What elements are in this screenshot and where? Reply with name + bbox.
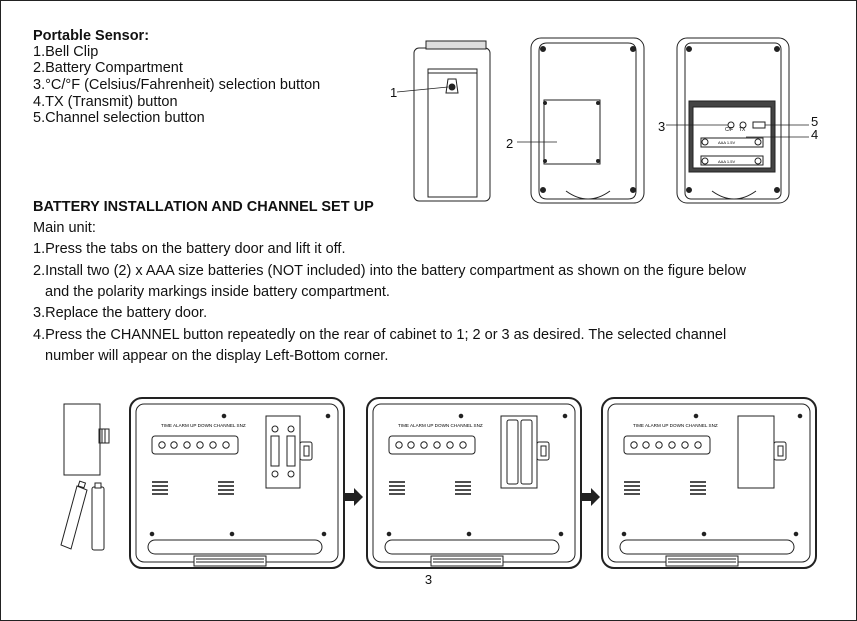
install-step-4-line-2: number will appear on the display Left-B… — [45, 348, 389, 364]
sensor-item-bell-clip: 1.Bell Clip — [33, 44, 99, 60]
sensor-item-battery-compartment: 2.Battery Compartment — [33, 60, 183, 76]
unit-1-button-labels: TIME ALARM UP DOWN CHANNEL SNZ — [161, 423, 246, 428]
callout-2: 2 — [506, 136, 514, 151]
main-unit-back-open — [129, 397, 345, 569]
cf-label: C/F — [725, 127, 733, 133]
callout-4: 4 — [811, 127, 819, 142]
install-step-1: 1.Press the tabs on the battery door and… — [33, 241, 346, 257]
callout-5: 5 — [811, 114, 819, 129]
install-step-4-line-1: 4.Press the CHANNEL button repeatedly on… — [33, 327, 727, 343]
arrow-right-icon — [581, 488, 600, 506]
sensor-open-compartment-view — [666, 37, 809, 204]
main-unit-back-door-closed — [601, 397, 817, 569]
arrow-right-icon — [344, 488, 363, 506]
sensor-item-tx-button: 4.TX (Transmit) button — [33, 94, 178, 110]
install-subheading: Main unit: — [33, 220, 96, 236]
sensor-back-view — [517, 37, 645, 204]
battery-bottom-label: AAA 1.5V — [718, 159, 735, 164]
tx-label: TX — [739, 127, 746, 133]
unit-2-button-labels: TIME ALARM UP DOWN CHANNEL SNZ — [398, 423, 483, 428]
callout-1: 1 — [390, 85, 398, 100]
install-step-3: 3.Replace the battery door. — [33, 305, 208, 321]
install-step-2-line-2: and the polarity markings inside battery… — [45, 284, 390, 300]
sensor-module — [63, 403, 110, 476]
sensor-side-view — [396, 40, 491, 202]
aaa-batteries — [60, 480, 105, 551]
install-step-2-line-1: 2.Install two (2) x AAA size batteries (… — [33, 263, 746, 279]
unit-3-button-labels: TIME ALARM UP DOWN CHANNEL SNZ — [633, 423, 718, 428]
sensor-item-channel-button: 5.Channel selection button — [33, 110, 205, 126]
sensor-item-cf-button: 3.°C/°F (Celsius/Fahrenheit) selection b… — [33, 77, 321, 93]
battery-top-label: AAA 1.5V — [718, 140, 735, 145]
main-unit-back-batteries-installed — [366, 397, 582, 569]
page-number: 3 — [424, 572, 433, 587]
install-heading: BATTERY INSTALLATION AND CHANNEL SET UP — [33, 199, 374, 215]
callout-3: 3 — [658, 119, 666, 134]
sensor-heading: Portable Sensor: — [33, 28, 150, 44]
